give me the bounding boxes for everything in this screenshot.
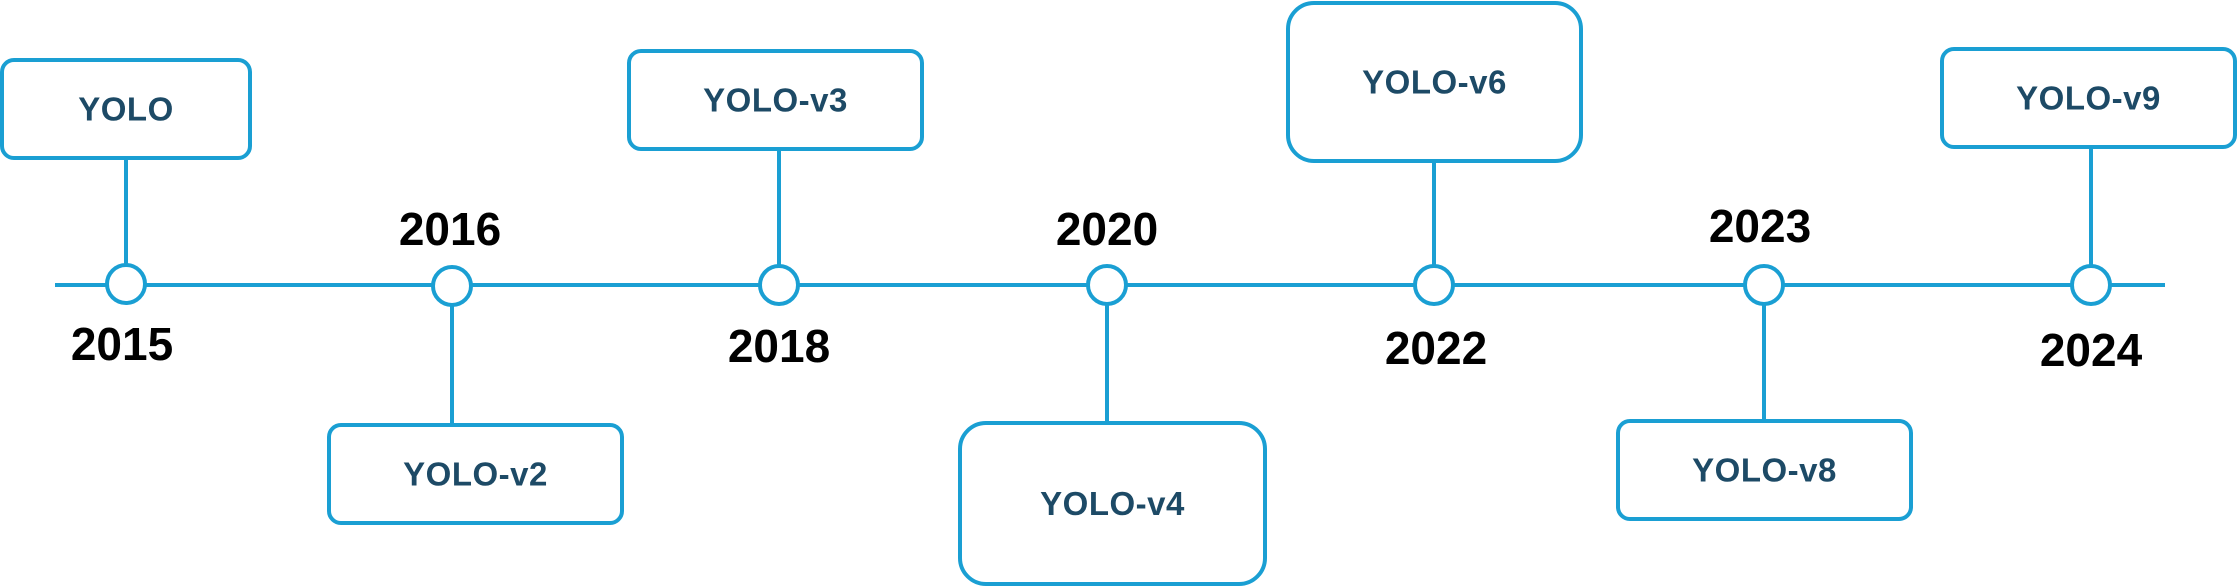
version-label: YOLO-v6 [1362,64,1507,101]
version-label: YOLO-v4 [1040,485,1185,522]
milestone-2016: YOLO-v2 2016 [327,203,624,525]
version-box [0,58,252,160]
timeline-node [1413,264,1455,306]
year-label: 2022 [1385,322,1487,374]
timeline-node [2070,264,2112,306]
timeline-node [1743,264,1785,306]
year-label: 2020 [1056,203,1158,255]
year-label: 2023 [1709,200,1811,252]
year-label: 2016 [399,203,501,255]
timeline-node [1086,264,1128,306]
version-box [1940,47,2237,149]
year-label: 2015 [71,318,173,370]
milestone-2023: YOLO-v8 2023 [1616,200,1913,521]
version-box [1616,419,1913,521]
milestone-2018: YOLO-v3 2018 [627,49,924,372]
version-box [627,49,924,151]
version-label: YOLO-v8 [1692,452,1837,489]
timeline-node [431,265,473,307]
year-label: 2024 [2040,324,2143,376]
version-box [1286,1,1583,163]
milestone-2024: YOLO-v9 2024 [1940,47,2237,376]
version-box [958,421,1267,586]
version-box [327,423,624,525]
version-label: YOLO-v2 [403,456,548,493]
milestone-2022: YOLO-v6 2022 [1286,1,1583,374]
milestone-2015: YOLO 2015 [0,58,252,370]
version-label: YOLO-v3 [703,82,848,119]
version-label: YOLO-v9 [2016,80,2161,117]
version-label: YOLO [78,91,174,128]
year-label: 2018 [728,320,830,372]
timeline-node [105,263,147,305]
milestone-2020: YOLO-v4 2020 [958,203,1267,586]
timeline-node [758,264,800,306]
